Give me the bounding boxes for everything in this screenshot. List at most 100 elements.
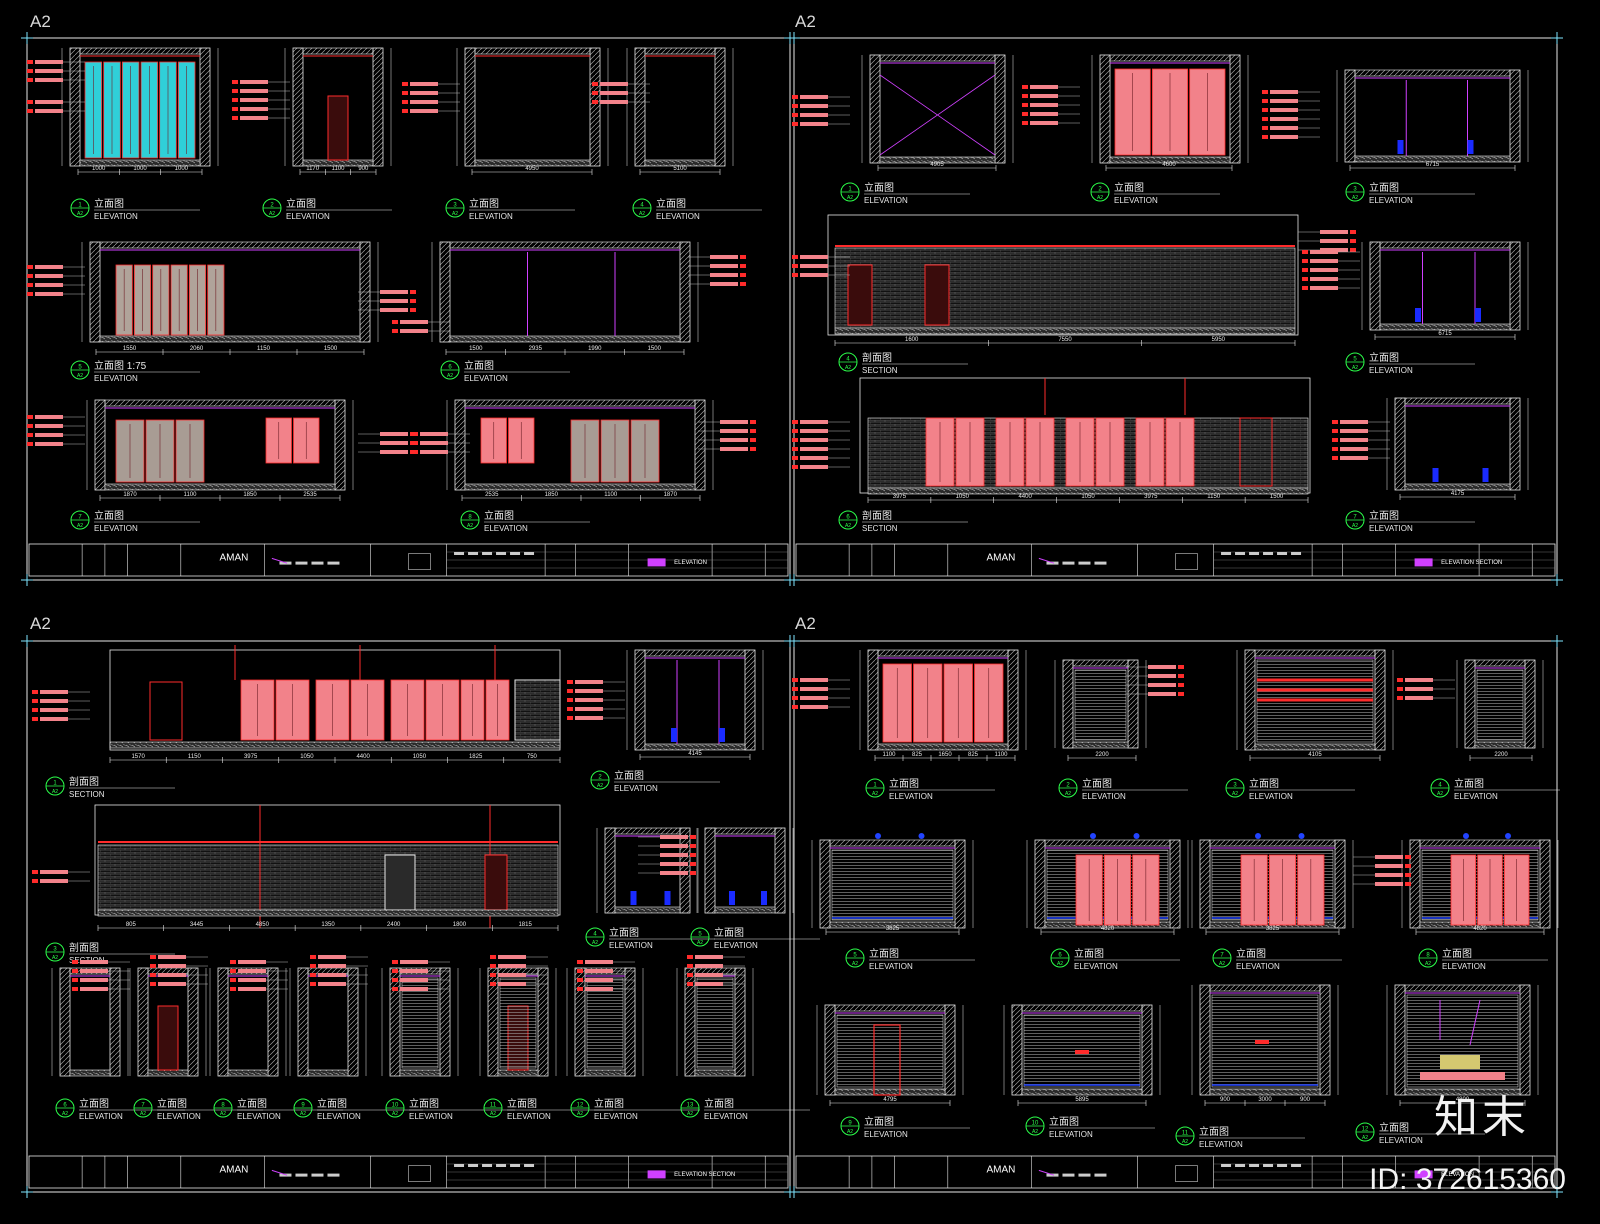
annotation-marker xyxy=(1302,268,1308,272)
view-title-cn: 立面图 xyxy=(317,1097,347,1110)
annotation-marker xyxy=(490,973,496,977)
annotation-tag xyxy=(800,465,828,469)
dimension-label: 1000 xyxy=(133,166,147,172)
bubble-number: 3 xyxy=(453,203,457,209)
door xyxy=(847,264,873,326)
annotation-marker xyxy=(687,973,693,977)
wall-section xyxy=(624,967,636,1077)
wall-section xyxy=(187,967,199,1077)
wall-section xyxy=(1394,397,1406,491)
annotation-marker xyxy=(410,299,416,303)
ceiling-section xyxy=(1072,659,1129,667)
wall-section xyxy=(744,649,756,751)
annotation-marker xyxy=(750,438,756,442)
marker xyxy=(1075,1050,1089,1054)
view-title-cn: 立面图 xyxy=(656,197,686,210)
view-title-en: ELEVATION xyxy=(79,1112,123,1121)
text-line xyxy=(1094,561,1107,565)
annotation-tag xyxy=(1148,665,1176,669)
view-title-en: ELEVATION xyxy=(1249,792,1293,801)
view-title-en: ELEVATION xyxy=(237,1112,281,1121)
text-line xyxy=(1221,552,1232,555)
annotation-marker xyxy=(150,982,156,986)
sheet-frame xyxy=(26,640,791,1193)
wall-section xyxy=(1034,839,1046,929)
wall-section xyxy=(1519,984,1531,1096)
annotation-tag xyxy=(575,716,603,720)
wall-section xyxy=(944,1004,956,1096)
view-title-cn: 立面图 xyxy=(869,947,899,960)
bubble-sheet: A2 xyxy=(490,1111,496,1117)
annotation-tag xyxy=(35,415,63,419)
annotation-tag xyxy=(1405,696,1433,700)
view-title-cn: 立面图 xyxy=(1369,509,1399,522)
wall-section xyxy=(137,967,149,1077)
bubble-number: 6 xyxy=(63,1103,67,1109)
dimension-label: 3975 xyxy=(1144,494,1158,500)
annotation-marker xyxy=(577,978,583,982)
bubble-number: 4 xyxy=(593,932,597,938)
annotation-tag xyxy=(585,987,613,991)
annotation-tag xyxy=(1340,420,1368,424)
wall-section xyxy=(1127,659,1139,749)
wall-section xyxy=(819,839,831,929)
dimension-label: 2400 xyxy=(387,922,401,928)
bubble-number: 9 xyxy=(848,1121,852,1127)
view-title-en: SECTION xyxy=(862,366,898,375)
dimension-label: 1100 xyxy=(604,492,618,498)
annotation-tag xyxy=(1405,687,1433,691)
annotation-tag xyxy=(660,862,688,866)
sheet-label-a2: A2 xyxy=(795,614,816,633)
annotation-tag xyxy=(318,964,346,968)
bubble-number: 6 xyxy=(1058,953,1062,959)
annotation-marker xyxy=(792,678,798,682)
bench xyxy=(1420,1072,1505,1080)
annotation-tag xyxy=(35,60,63,64)
drawing-type: ELEVATION SECTION xyxy=(674,1172,735,1178)
wall-section xyxy=(347,967,359,1077)
annotation-marker xyxy=(1350,239,1356,243)
annotation-marker xyxy=(740,273,746,277)
view-title-cn: 立面图 xyxy=(614,769,644,782)
annotation-marker xyxy=(72,978,78,982)
annotation-tag xyxy=(400,320,428,324)
annotation-tag xyxy=(158,982,186,986)
annotation-marker xyxy=(792,696,798,700)
annotation-marker xyxy=(27,442,33,446)
fixture-marker xyxy=(1505,833,1511,839)
dimension-label: 4850 xyxy=(256,922,270,928)
text-line xyxy=(524,552,535,555)
annotation-tag xyxy=(1405,678,1433,682)
wall-section xyxy=(1509,69,1521,163)
wall-section xyxy=(1099,54,1111,164)
line xyxy=(1469,999,1481,1046)
annotation-marker xyxy=(32,870,38,874)
text-line xyxy=(454,552,465,555)
dimension-label: 1100 xyxy=(883,752,897,758)
annotation-marker xyxy=(392,329,398,333)
wall-section xyxy=(1141,1004,1153,1096)
dimension-label: 1050 xyxy=(1081,494,1095,500)
bubble-number: 5 xyxy=(853,953,857,959)
annotation-tag xyxy=(800,456,828,460)
annotation-marker xyxy=(687,964,693,968)
drawing-type: ELEVATION xyxy=(1441,1172,1474,1178)
wall-section xyxy=(1011,1004,1023,1096)
text-line xyxy=(468,552,479,555)
annotation-tag xyxy=(800,273,828,277)
ceiling-section xyxy=(1404,397,1511,405)
annotation-tag xyxy=(410,100,438,104)
wall-section xyxy=(679,827,691,914)
text-line xyxy=(510,1164,521,1167)
annotation-marker xyxy=(27,69,33,73)
text-line xyxy=(311,1173,324,1177)
text-line xyxy=(1263,1164,1274,1167)
bubble-sheet: A2 xyxy=(269,211,275,217)
floor-section xyxy=(449,335,681,343)
annotation-marker xyxy=(567,680,573,684)
